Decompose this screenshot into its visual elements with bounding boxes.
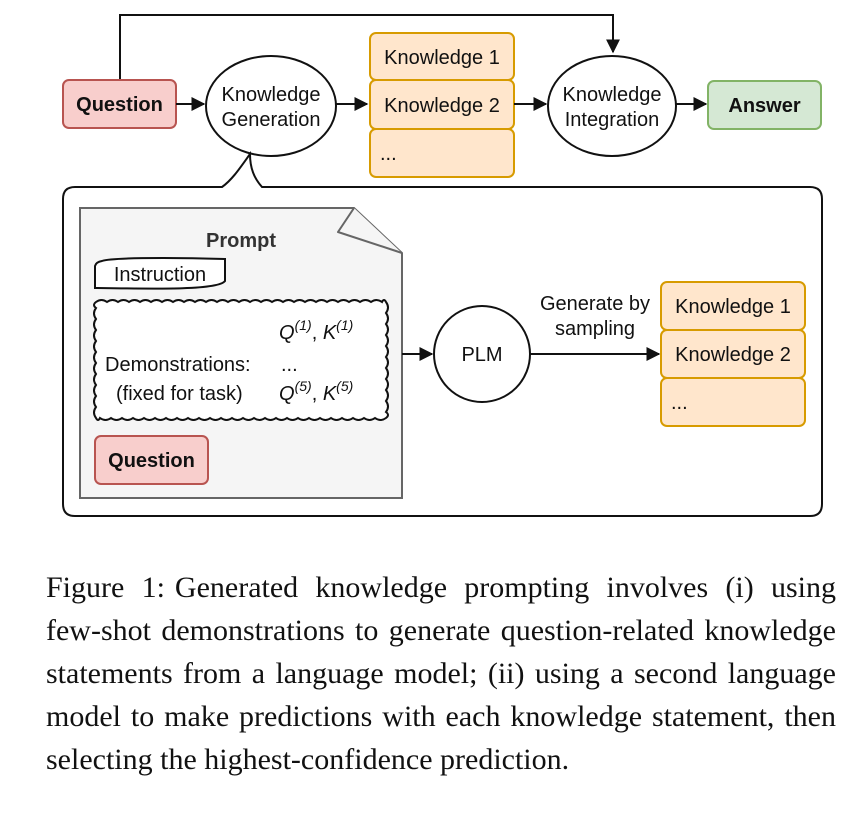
- demo-q5-k5: Q(5), K(5): [279, 378, 353, 405]
- demo-q5: Q: [279, 383, 295, 405]
- demo-q1-k1: Q(1), K(1): [279, 317, 353, 344]
- answer-box: Answer: [707, 80, 822, 130]
- sampling-label: sampling: [555, 318, 635, 340]
- knowledge-integration-ellipse: Knowledge Integration: [547, 55, 677, 157]
- knowledge-integration-line2: Integration: [565, 109, 660, 131]
- figure-label: Figure 1:: [46, 571, 165, 604]
- top-knowledge-more-label: ...: [380, 143, 397, 165]
- detail-knowledge-stack: Knowledge 1 Knowledge 2 ...: [660, 281, 806, 427]
- detail-knowledge-more-label: ...: [671, 392, 688, 414]
- instruction-box: Instruction: [94, 256, 226, 290]
- demo-ellipsis: ...: [281, 354, 298, 376]
- top-knowledge-stack: Knowledge 1 Knowledge 2 ...: [369, 32, 515, 178]
- demonstrations-label: Demonstrations:: [105, 354, 251, 376]
- prompt-question-label: Question: [108, 450, 195, 472]
- top-knowledge-1-label: Knowledge 1: [384, 47, 500, 69]
- prompt-title: Prompt: [206, 230, 276, 252]
- skip-connection-arrow: [119, 14, 620, 80]
- knowledge-generation-line1: Knowledge: [222, 84, 321, 106]
- figure-caption-text: Generated knowledge prompting involves (…: [46, 571, 836, 776]
- demo-k5-sup: (5): [336, 378, 353, 394]
- demo-q1-sup: (1): [295, 317, 312, 333]
- demo-q5-sup: (5): [295, 378, 312, 394]
- demo-q1: Q: [279, 322, 295, 344]
- answer-label: Answer: [728, 95, 800, 117]
- knowledge-prompting-diagram: Question Knowledge Generation Knowledge …: [62, 14, 823, 517]
- question-label: Question: [76, 94, 163, 116]
- knowledge-generation-line2: Generation: [222, 109, 321, 131]
- generate-by-label: Generate by: [540, 293, 650, 315]
- plm-circle: PLM: [433, 305, 531, 403]
- top-knowledge-2-label: Knowledge 2: [384, 95, 500, 117]
- demonstrations-box: Q(1), K(1) Demonstrations: ... (fixed fo…: [93, 299, 389, 421]
- fixed-for-task-label: (fixed for task): [116, 383, 243, 405]
- question-box: Question: [62, 79, 177, 129]
- instruction-label: Instruction: [114, 264, 206, 286]
- demo-k1-sup: (1): [336, 317, 353, 333]
- demo-k5: K: [323, 383, 338, 405]
- top-knowledge-more-box: [369, 128, 515, 178]
- detail-knowledge-1-label: Knowledge 1: [675, 296, 791, 318]
- prompt-question-box: Question: [94, 435, 209, 485]
- knowledge-integration-line1: Knowledge: [563, 84, 662, 106]
- detail-knowledge-2-label: Knowledge 2: [675, 344, 791, 366]
- knowledge-generation-ellipse: Knowledge Generation: [205, 55, 337, 157]
- detail-knowledge-more-box: [660, 377, 806, 427]
- demo-k1: K: [323, 322, 338, 344]
- figure-caption: Figure 1:Generated knowledge prompting i…: [46, 566, 836, 781]
- plm-label: PLM: [461, 344, 502, 366]
